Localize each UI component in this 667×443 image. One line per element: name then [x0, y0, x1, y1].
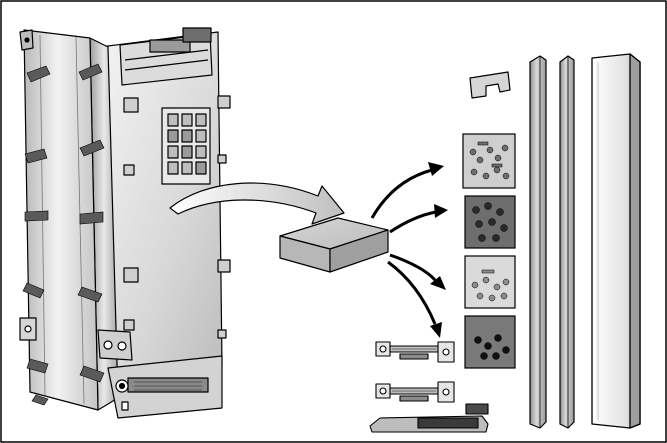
spacer-clip-icon: [469, 71, 511, 99]
tape-strips: [22, 63, 105, 406]
arrow-to-bag-3-icon: [389, 253, 446, 290]
trim-strip-2-icon: [559, 55, 575, 429]
small-arrows: [370, 162, 448, 338]
screw-bag-3: [464, 255, 516, 309]
side-panel-icon: [591, 53, 641, 429]
arrow-to-bag-1-icon: [370, 162, 444, 219]
hinge-bracket-1-icon: [375, 341, 455, 363]
screw-bag-1: [462, 133, 516, 189]
hinge-bracket-2-icon: [375, 381, 455, 403]
parts-box-icon: [279, 217, 389, 273]
screw-bag-4: [464, 315, 516, 369]
screw-bag-2: [464, 195, 516, 249]
arrow-to-bag-2-icon: [389, 204, 448, 234]
refrigerator-icon: [19, 27, 231, 419]
trim-strip-1-icon: [529, 55, 547, 429]
base-vent-icon: [369, 403, 489, 433]
curved-arrow-icon: [169, 182, 345, 225]
arrow-to-bag-4-icon: [387, 260, 442, 338]
